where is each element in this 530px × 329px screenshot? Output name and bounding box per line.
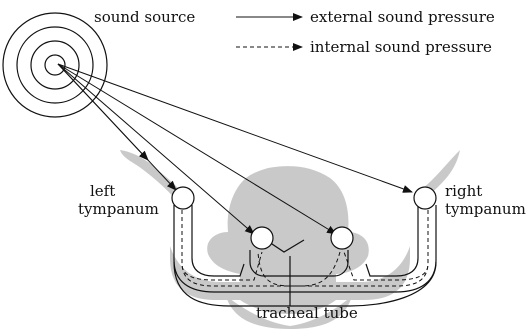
- right-tympanum-membrane: [414, 187, 436, 209]
- left-inner-tympanum-membrane: [251, 227, 273, 249]
- right-tympanum-label-line2: tympanum: [445, 200, 526, 218]
- left-tympanum-label-line1: left: [90, 182, 115, 200]
- left-tympanum-membrane: [172, 187, 194, 209]
- legend-external-label: external sound pressure: [310, 8, 495, 26]
- legend: external sound pressure internal sound p…: [236, 8, 495, 56]
- left-tympanum-label-line2: tympanum: [78, 200, 159, 218]
- tracheal-tube-label: tracheal tube: [256, 304, 358, 322]
- right-tympanum-label-line1: right: [445, 182, 482, 200]
- arrow-to-left-horn: [58, 64, 148, 160]
- right-inner-tympanum-membrane: [331, 227, 353, 249]
- sound-source-rings: [3, 13, 107, 117]
- legend-internal-label: internal sound pressure: [310, 38, 492, 56]
- sound-source-label: sound source: [94, 8, 195, 26]
